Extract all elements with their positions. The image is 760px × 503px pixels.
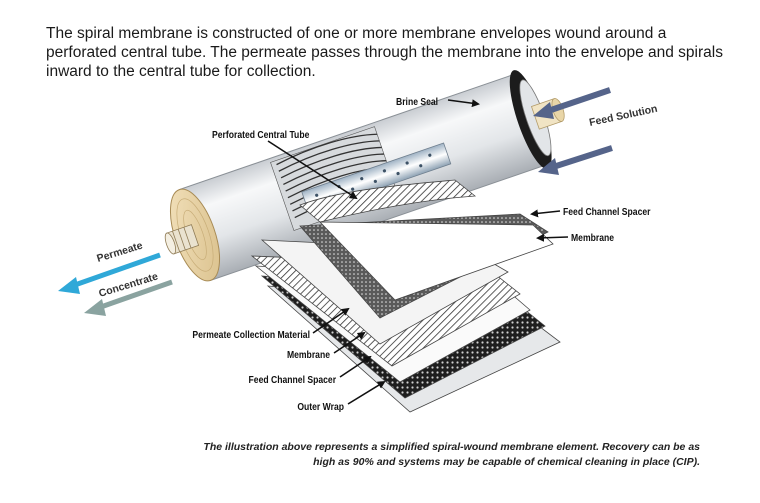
feed-spacer-label-top: Feed Channel Spacer (563, 206, 651, 218)
membrane-label-top: Membrane (571, 232, 614, 244)
outer-wrap-label: Outer Wrap (297, 401, 344, 413)
feed-spacer-label-bottom: Feed Channel Spacer (249, 374, 337, 386)
perforated-tube-label: Perforated Central Tube (212, 129, 309, 141)
membrane-label-bottom: Membrane (287, 349, 330, 361)
unrolled-layers (250, 179, 561, 413)
permeate-arrow (58, 252, 161, 294)
concentrate-arrow (84, 279, 173, 316)
feed-arrow-lower (549, 145, 613, 171)
membrane-sheet-top (319, 221, 554, 301)
caption: The illustration above represents a simp… (203, 441, 700, 468)
feed-solution-label: Feed Solution (588, 103, 658, 129)
permeate-collection-label: Permeate Collection Material (192, 329, 310, 341)
feed-arrow-upper (544, 87, 611, 115)
brine-seal-label: Brine Seal (396, 96, 438, 108)
intro-text: The spiral membrane is constructed of on… (46, 25, 723, 80)
sheet-curl (299, 179, 477, 223)
feed-arrows (533, 87, 613, 175)
